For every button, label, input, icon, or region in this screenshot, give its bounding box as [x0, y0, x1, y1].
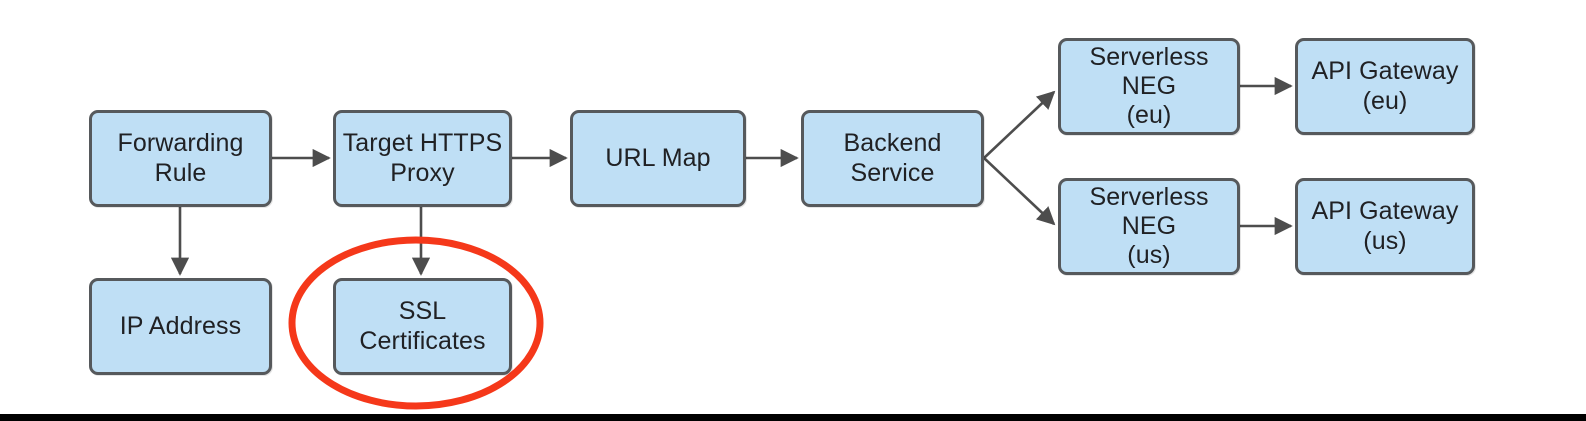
- node-serverless-neg-us[interactable]: Serverless NEG (us): [1058, 178, 1240, 275]
- node-backend-service-label: Backend Service: [843, 129, 942, 187]
- node-target-https-proxy[interactable]: Target HTTPS Proxy: [333, 110, 512, 207]
- highlight-ellipse-ssl-certificates: [288, 236, 544, 410]
- node-backend-service[interactable]: Backend Service: [801, 110, 984, 207]
- node-ip-address-label: IP Address: [119, 311, 242, 340]
- node-ip-address[interactable]: IP Address: [89, 278, 272, 375]
- node-api-gateway-us-label: API Gateway (us): [1311, 197, 1459, 255]
- edge-backend-service-to-serverless-neg-eu: [983, 90, 1056, 159]
- node-ssl-certificates[interactable]: SSL Certificates: [333, 278, 512, 375]
- edge-backend-service-to-serverless-neg-us: [983, 157, 1056, 226]
- node-forwarding-rule-label: Forwarding Rule: [117, 129, 244, 187]
- node-serverless-neg-eu-label: Serverless NEG (eu): [1089, 42, 1209, 130]
- node-ssl-certificates-label: SSL Certificates: [359, 297, 486, 355]
- node-api-gateway-eu[interactable]: API Gateway (eu): [1295, 38, 1475, 135]
- node-forwarding-rule[interactable]: Forwarding Rule: [89, 110, 272, 207]
- node-serverless-neg-us-label: Serverless NEG (us): [1089, 182, 1209, 270]
- node-serverless-neg-eu[interactable]: Serverless NEG (eu): [1058, 38, 1240, 135]
- bottom-border-rule: [0, 414, 1586, 421]
- node-api-gateway-eu-label: API Gateway (eu): [1311, 57, 1459, 115]
- node-url-map[interactable]: URL Map: [570, 110, 746, 207]
- node-url-map-label: URL Map: [605, 143, 711, 172]
- node-api-gateway-us[interactable]: API Gateway (us): [1295, 178, 1475, 275]
- node-target-https-proxy-label: Target HTTPS Proxy: [342, 129, 503, 187]
